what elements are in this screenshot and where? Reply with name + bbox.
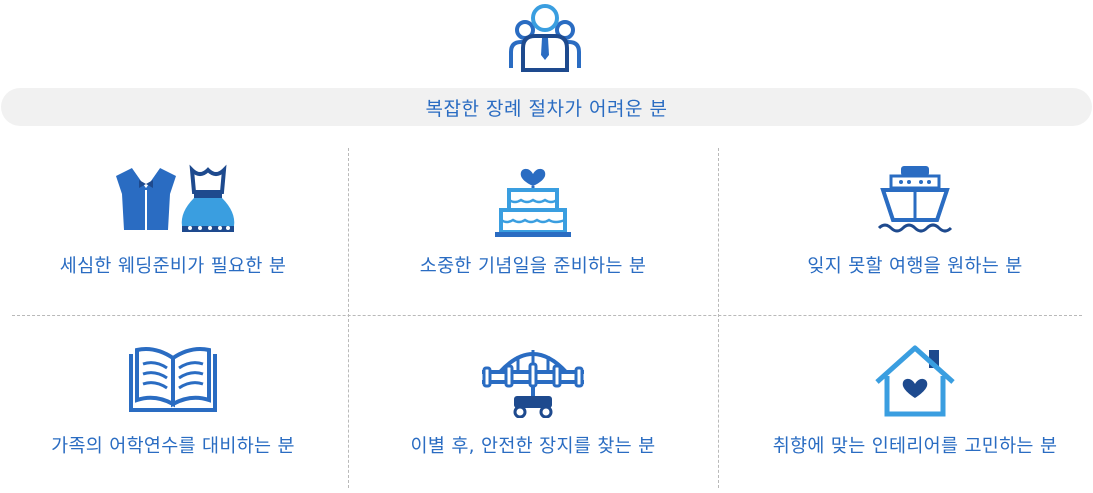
grid-item-label: 가족의 어학연수를 대비하는 분 xyxy=(51,436,295,457)
person-group-icon xyxy=(505,0,585,74)
cruise-ship-icon xyxy=(850,160,980,240)
divider-horizontal xyxy=(12,315,1082,316)
house-heart-icon xyxy=(850,340,980,420)
open-book-icon xyxy=(108,340,238,420)
headline-text: 복잡한 장례 절차가 어려운 분 xyxy=(425,97,668,120)
divider-vertical xyxy=(718,148,719,488)
grid-item-language-study: 가족의 어학연수를 대비하는 분 xyxy=(18,340,328,458)
grid-item-interior: 취향에 맞는 인테리어를 고민하는 분 xyxy=(760,340,1070,458)
grid-item-burial-site: 이별 후, 안전한 장지를 찾는 분 xyxy=(378,340,688,458)
grid-item-anniversary: 소중한 기념일을 준비하는 분 xyxy=(378,160,688,278)
divider-vertical xyxy=(348,148,349,488)
grid-item-label: 이별 후, 안전한 장지를 찾는 분 xyxy=(410,436,656,457)
tuxedo-dress-icon xyxy=(108,160,238,240)
grid-item-label: 취향에 맞는 인테리어를 고민하는 분 xyxy=(772,436,1058,457)
bridge-icon xyxy=(468,340,598,420)
cake-icon xyxy=(468,160,598,240)
grid-item-label: 세심한 웨딩준비가 필요한 분 xyxy=(59,256,287,277)
grid-item-wedding: 세심한 웨딩준비가 필요한 분 xyxy=(18,160,328,278)
grid-item-label: 잊지 못할 여행을 원하는 분 xyxy=(807,256,1023,277)
grid-item-label: 소중한 기념일을 준비하는 분 xyxy=(419,256,647,277)
headline-banner: 복잡한 장례 절차가 어려운 분 xyxy=(1,88,1092,126)
grid-item-travel: 잊지 못할 여행을 원하는 분 xyxy=(760,160,1070,278)
